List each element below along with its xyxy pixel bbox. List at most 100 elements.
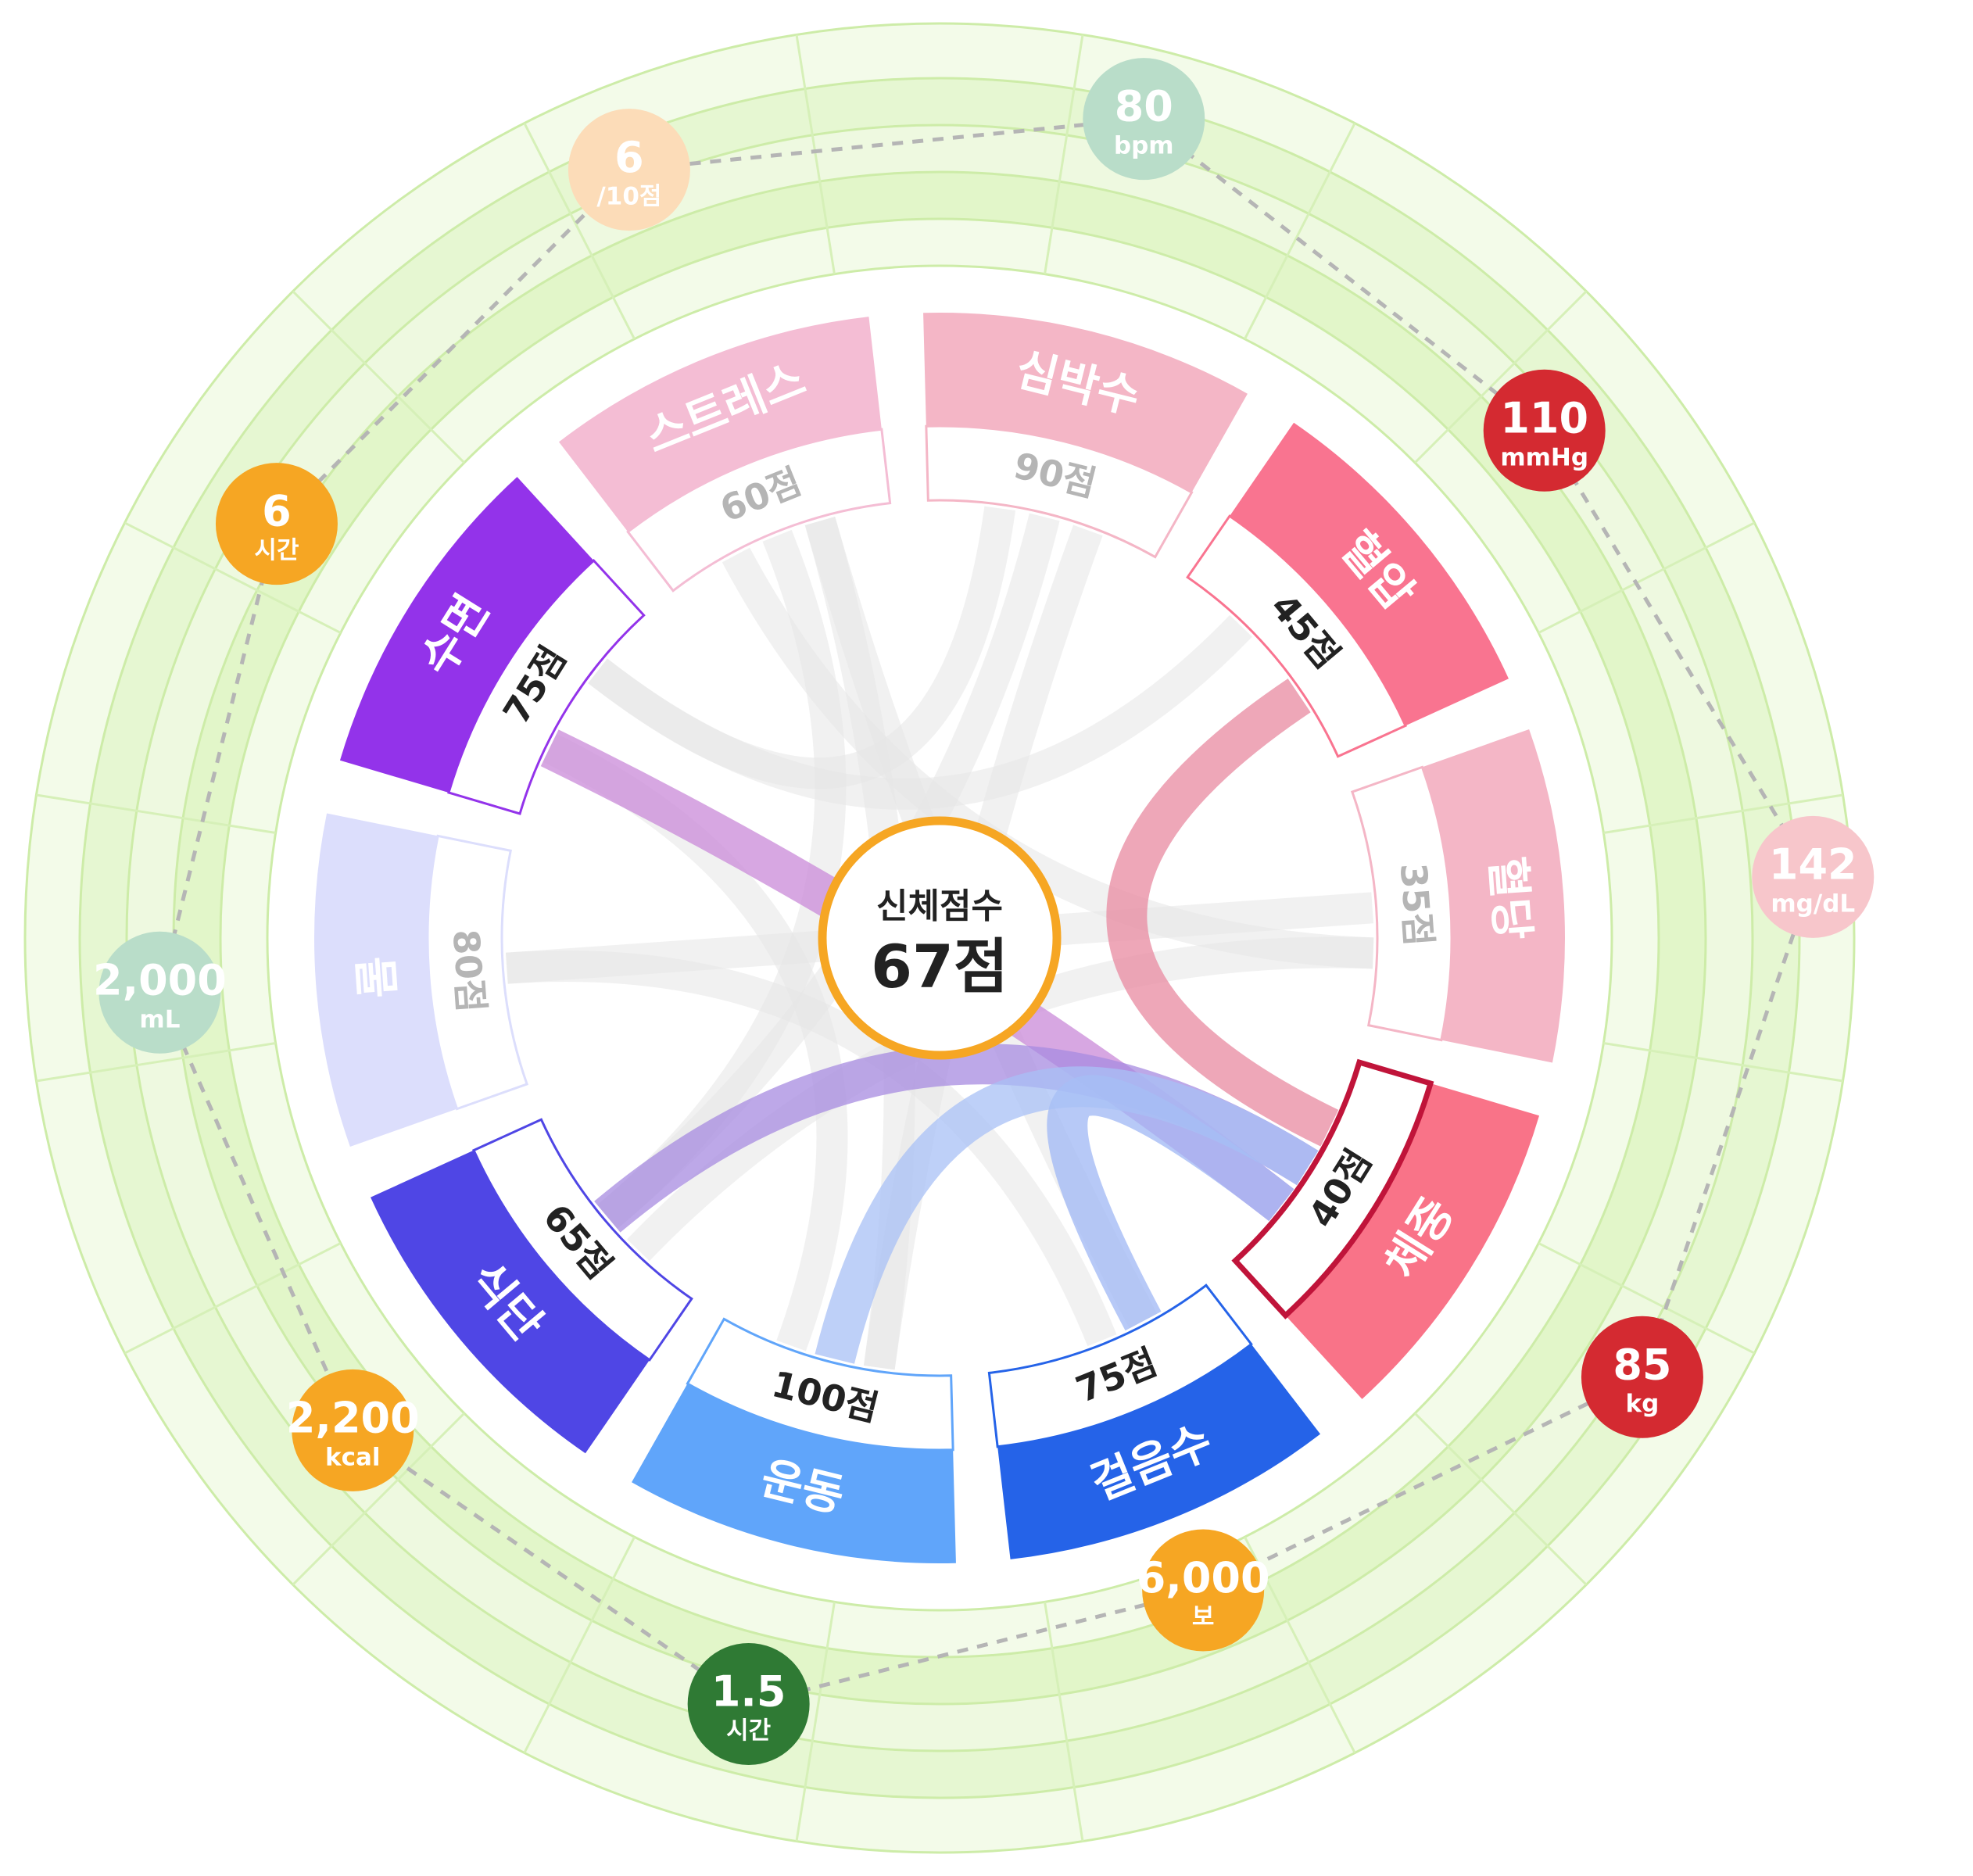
segment-score-band-steps <box>987 1283 1253 1448</box>
segment-score-band-exercise <box>686 1317 954 1452</box>
measurement-bubble-sugar <box>1752 815 1875 938</box>
measurement-bubble-weight <box>1581 1316 1703 1438</box>
measurement-bubble-sleep <box>215 463 338 585</box>
measurement-bubble-exercise <box>687 1642 810 1765</box>
segment-score-band-diet <box>471 1118 693 1362</box>
segment-score-band-water <box>426 834 529 1111</box>
measurement-sleep: 6시간 <box>215 463 338 585</box>
measurement-value-stress: 6 <box>614 133 644 182</box>
measurement-bubble-stress <box>568 109 690 231</box>
measurement-bubble-bp <box>1483 369 1606 492</box>
measurement-bubble-steps <box>1142 1529 1265 1652</box>
center-score-badge: 신체점수 67점 <box>818 816 1062 1060</box>
measurement-value-sugar: 142 <box>1769 840 1857 890</box>
ring-gridline <box>1538 1242 1756 1355</box>
ring-gridline <box>1244 1536 1356 1754</box>
measurement-value-diet: 2,200 <box>286 1394 420 1443</box>
measurement-bubble-water <box>98 931 221 1054</box>
segment-score-water: 80점 <box>445 928 492 1014</box>
segment-sugar[interactable]: 혈당 35점 <box>1350 729 1566 1063</box>
measurement-unit-steps: 보 <box>1192 1603 1215 1631</box>
measurement-unit-heart: bpm <box>1114 132 1174 160</box>
measurement-unit-weight: kg <box>1626 1390 1660 1418</box>
segment-label-sugar: 혈당 <box>1481 854 1539 941</box>
chord-link-bp-weight <box>1106 678 1339 1147</box>
segment-score-band-bp <box>1186 514 1408 758</box>
ring-gridline <box>523 122 636 340</box>
segment-score-sugar: 35점 <box>1392 861 1440 947</box>
ring-gridline <box>124 521 342 634</box>
chord-link-bp-sleep <box>588 614 1252 810</box>
measurement-value-water: 2,000 <box>93 955 227 1004</box>
center-score: 67점 <box>871 932 1008 1001</box>
ring-gridline <box>124 1242 342 1355</box>
ring-gridline <box>523 1536 636 1754</box>
ring-gridline <box>36 1042 276 1083</box>
segment-score-band-stress <box>626 428 892 593</box>
measurement-exercise: 1.5시간 <box>687 1642 810 1765</box>
segment-band-water <box>314 813 457 1147</box>
segment-band-sleep <box>339 477 594 793</box>
ring-gridline <box>1414 1412 1588 1586</box>
measurement-stress: 6/10점 <box>568 109 690 231</box>
measurement-unit-bp: mmHg <box>1500 443 1588 471</box>
measurement-unit-exercise: 시간 <box>726 1717 771 1745</box>
chord-link-water-steps <box>505 951 1117 1347</box>
segment-band-heart <box>923 313 1248 492</box>
segment-score-band-sleep <box>447 558 646 815</box>
measurement-bubble-diet <box>292 1369 414 1491</box>
measurement-bubble-heart <box>1083 58 1205 181</box>
measurement-value-bp: 110 <box>1500 393 1588 442</box>
chord-link-exercise-weight <box>815 1066 1319 1364</box>
segment-band-diet <box>371 1150 650 1454</box>
segment-band-steps <box>997 1344 1321 1559</box>
measurement-unit-sleep: 시간 <box>254 537 299 565</box>
ring-gridline <box>292 290 465 464</box>
center-circle <box>818 816 1062 1060</box>
segment-water[interactable]: 물 80점 <box>314 813 529 1147</box>
ring-gridline <box>292 1412 465 1586</box>
ring-gridline <box>1044 1602 1084 1842</box>
measurement-value-sleep: 6 <box>262 487 292 536</box>
ring-gridline <box>36 793 276 834</box>
ring-gridline <box>1603 1042 1843 1083</box>
measurement-unit-diet: kcal <box>325 1443 381 1471</box>
measurement-value-weight: 85 <box>1613 1340 1671 1389</box>
measurement-value-exercise: 1.5 <box>711 1667 786 1717</box>
segment-score-band-weight <box>1231 1058 1434 1319</box>
ring-gridline <box>1044 34 1084 274</box>
segment-label-water: 물 <box>347 954 403 1000</box>
measurement-value-steps: 6,000 <box>1137 1553 1270 1602</box>
segment-band-bp <box>1229 422 1509 726</box>
measurement-bubbles: 6/10점80bpm110mmHg142mg/dL85kg6,000보1.5시간… <box>93 58 1875 1765</box>
ring-gridline <box>1244 122 1356 340</box>
measurement-unit-water: mL <box>139 1005 180 1033</box>
ring-gridline <box>1603 793 1843 834</box>
segment-band-weight <box>1285 1083 1540 1399</box>
center-title: 신체점수 <box>876 886 1003 926</box>
ring-gridline <box>795 34 836 274</box>
ring-gridlines <box>36 34 1843 1842</box>
segment-band-exercise <box>632 1384 956 1563</box>
segment-band-sugar <box>1422 729 1566 1063</box>
segment-score-band-sugar <box>1350 765 1453 1042</box>
ring-gridline <box>795 1602 836 1842</box>
ring-gridline <box>1414 290 1588 464</box>
ring-gridline <box>1538 521 1756 634</box>
